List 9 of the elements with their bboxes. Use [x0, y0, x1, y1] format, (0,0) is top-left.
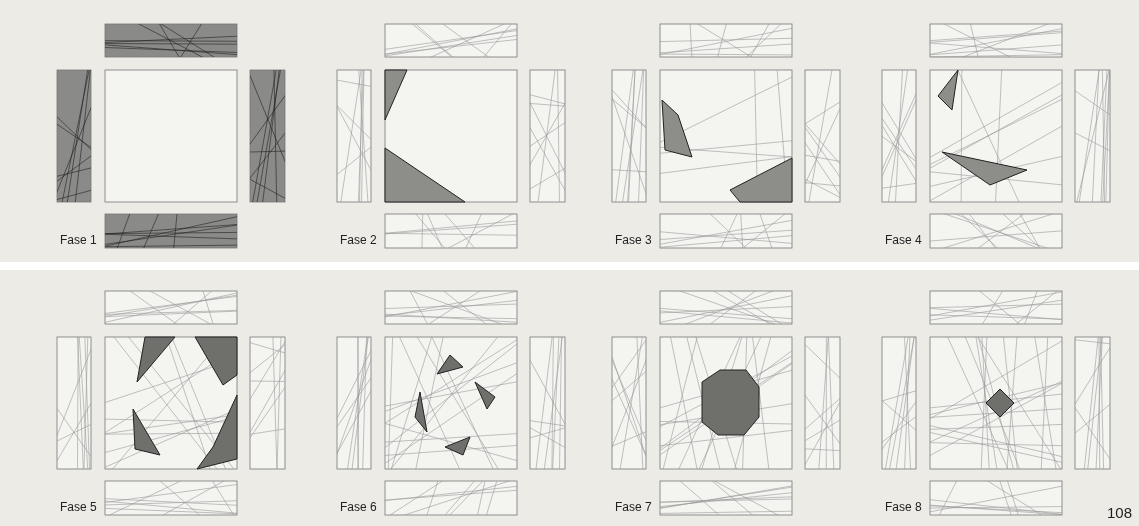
phase-label: Fase 4 [885, 233, 922, 247]
page-number: 108 [1107, 504, 1133, 521]
phase-label: Fase 6 [340, 500, 377, 514]
phase-label: Fase 8 [885, 500, 922, 514]
phase-label: Fase 1 [60, 233, 97, 247]
phase-label: Fase 5 [60, 500, 97, 514]
phase-label: Fase 2 [340, 233, 377, 247]
phase-label: Fase 7 [615, 500, 652, 514]
phase-label: Fase 3 [615, 233, 652, 247]
